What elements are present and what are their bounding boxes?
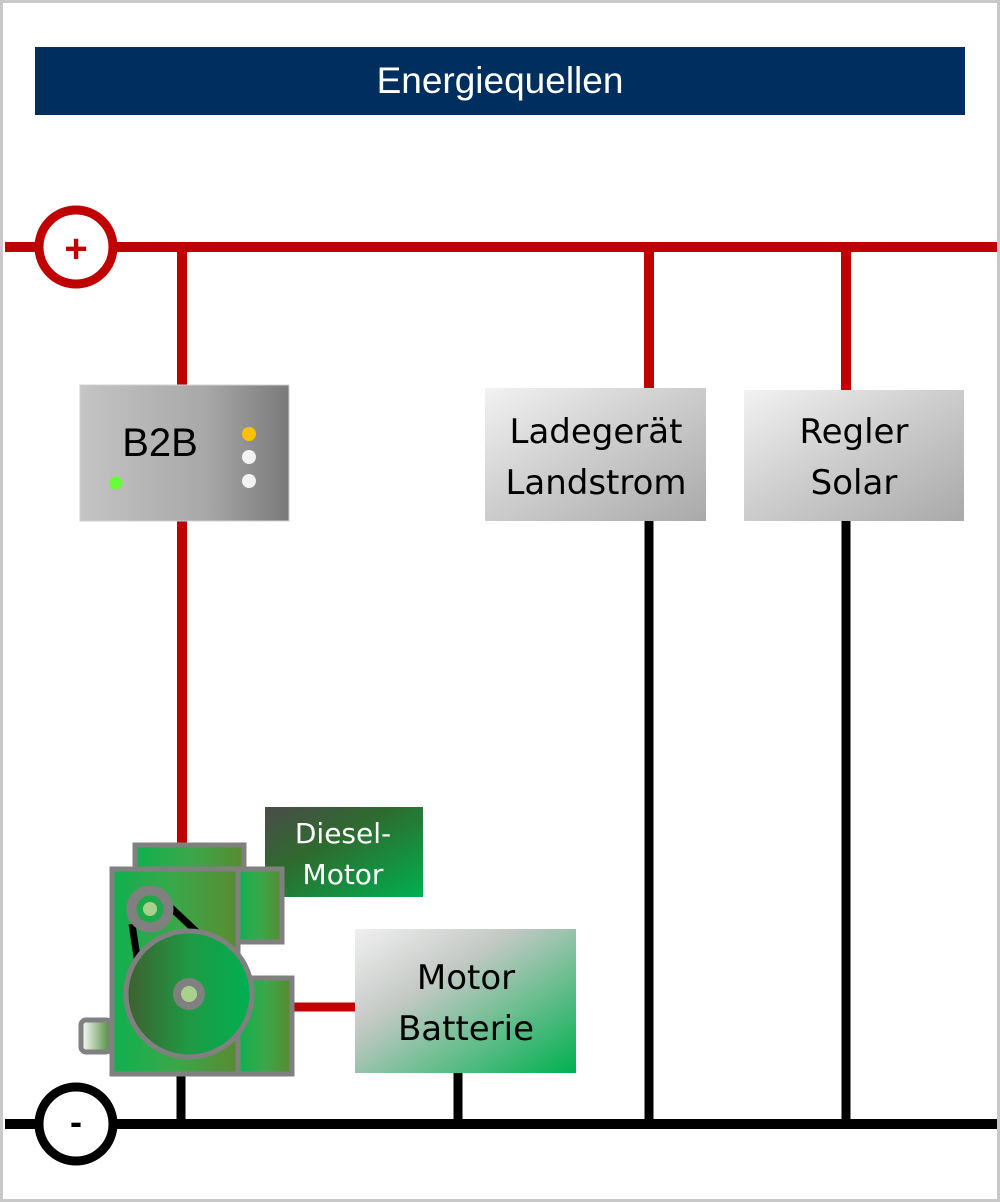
b2b-converter[interactable]: B2B — [79, 384, 290, 522]
led-indicator-icon — [242, 450, 256, 464]
positive-symbol: + — [64, 227, 87, 271]
diesel-engine-label: Diesel- Motor — [265, 807, 423, 897]
solar-label-line1: Regler — [800, 412, 909, 452]
negative-bus: - — [5, 520, 997, 1166]
led-indicator-icon — [242, 474, 256, 488]
led-indicator-icon — [109, 476, 123, 490]
charger-label-line2: Landstrom — [505, 463, 686, 503]
engine-top-cap — [132, 842, 247, 873]
engine-label-line1: Diesel- — [295, 817, 391, 850]
positive-terminal-icon: + — [34, 205, 118, 289]
b2b-label: B2B — [122, 421, 198, 465]
positive-bus: + — [5, 205, 997, 1012]
negative-terminal-icon: - — [34, 1082, 118, 1166]
solar-label-line2: Solar — [811, 463, 898, 503]
engine-tab — [78, 1017, 114, 1055]
solar-regulator[interactable]: Regler Solar — [744, 390, 964, 521]
diesel-engine-icon[interactable] — [78, 842, 295, 1077]
shore-power-charger[interactable]: Ladegerät Landstrom — [485, 388, 706, 521]
engine-battery[interactable]: Motor Batterie — [355, 929, 576, 1073]
led-indicator-icon — [242, 427, 256, 441]
battery-label-line2: Batterie — [398, 1009, 534, 1049]
engine-label-line2: Motor — [303, 858, 384, 891]
engine-upper-block — [235, 866, 285, 945]
battery-label-line1: Motor — [417, 958, 515, 998]
charger-label-line1: Ladegerät — [510, 412, 683, 452]
negative-symbol: - — [70, 1101, 82, 1142]
page-title: Energiequellen — [35, 47, 965, 115]
